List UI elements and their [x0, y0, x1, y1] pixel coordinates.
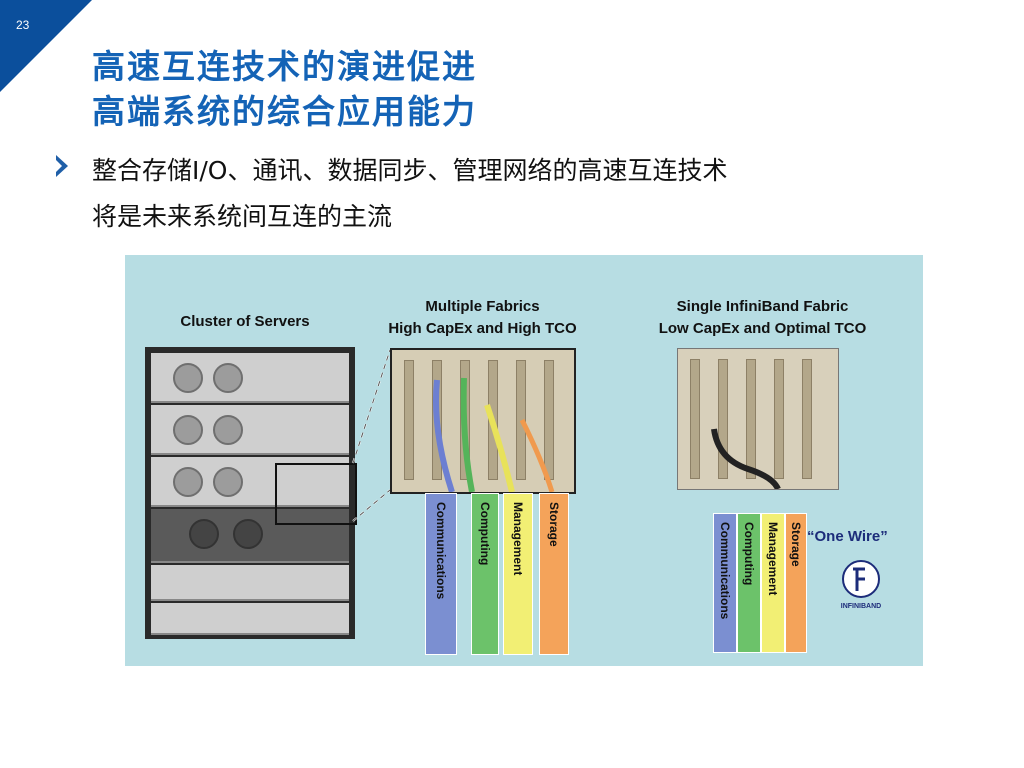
strip-communications-single: Communications [713, 513, 737, 653]
infiniband-logo-icon: INFINIBAND [833, 559, 889, 617]
one-wire-label: “One Wire” [807, 528, 888, 545]
fan-icon [213, 363, 243, 393]
server-unit-highlighted [151, 509, 349, 563]
strip-communications: Communications [425, 493, 457, 655]
fan-icon [233, 519, 263, 549]
corner-accent [0, 0, 92, 92]
fan-icon [173, 415, 203, 445]
single-fabric-photo [677, 348, 839, 490]
multi-fabric-subtitle: High CapEx and High TCO [388, 320, 577, 337]
multi-fabric-title: Multiple Fabrics [425, 298, 540, 315]
single-cable-icon [711, 428, 781, 489]
title-line-2: 高端系统的综合应用能力 [92, 92, 477, 131]
server-unit [151, 565, 349, 601]
logo-text: INFINIBAND [840, 603, 882, 610]
fan-icon [213, 415, 243, 445]
cluster-caption: Cluster of Servers [180, 313, 310, 330]
zoom-highlight-box [275, 463, 357, 525]
bullet-line-2: 将是未来系统间互连的主流 [92, 202, 393, 231]
slide-title: 高速互连技术的演进促进 高端系统的综合应用能力 [92, 44, 477, 134]
chevron-right-icon [56, 155, 68, 177]
infiniband-figure: Cluster of Servers Multiple Fabrics High… [125, 255, 923, 666]
strip-computing-single: Computing [737, 513, 761, 653]
fan-icon [213, 467, 243, 497]
multi-fabric-photo [390, 348, 576, 494]
single-fabric-subtitle: Low CapEx and Optimal TCO [658, 320, 867, 337]
title-line-1: 高速互连技术的演进促进 [92, 47, 477, 86]
server-unit [151, 405, 349, 455]
fan-icon [173, 467, 203, 497]
server-unit [151, 353, 349, 403]
zoom-connector-lines [352, 349, 391, 522]
strip-storage-single: Storage [785, 513, 807, 653]
strip-storage: Storage [539, 493, 569, 655]
fan-icon [189, 519, 219, 549]
strip-computing: Computing [471, 493, 499, 655]
server-unit [151, 603, 349, 635]
strip-management-single: Management [761, 513, 785, 653]
bullet-line-1: 整合存储I/O、通讯、数据同步、管理网络的高速互连技术 [92, 156, 728, 185]
bullet-text: 整合存储I/O、通讯、数据同步、管理网络的高速互连技术 将是未来系统间互连的主流 [92, 148, 992, 240]
multi-fabric-caption: Multiple Fabrics High CapEx and High TCO [355, 296, 610, 340]
single-fabric-caption: Single InfiniBand Fabric Low CapEx and O… [620, 296, 905, 340]
server-unit [151, 457, 349, 507]
single-fabric-title: Single InfiniBand Fabric [676, 298, 849, 315]
slide-number: 23 [16, 18, 30, 32]
server-rack-image [145, 347, 355, 639]
cables-icon [433, 377, 555, 492]
strip-management: Management [503, 493, 533, 655]
fan-icon [173, 363, 203, 393]
